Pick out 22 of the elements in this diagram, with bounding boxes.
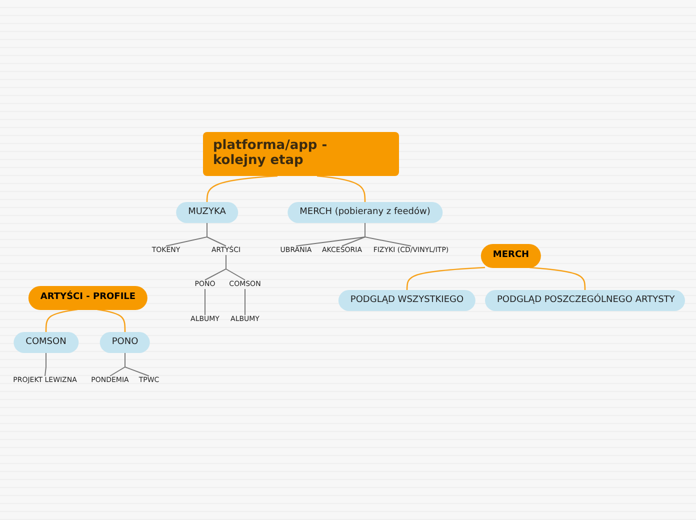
connector-line bbox=[206, 222, 226, 246]
connector-line bbox=[244, 288, 246, 316]
connector-line bbox=[406, 266, 486, 290]
subtopic-pill: COMSON bbox=[14, 332, 78, 353]
connector-line bbox=[45, 308, 78, 332]
connector-line bbox=[204, 288, 206, 316]
topic-pill: ARTYŚCI - PROFILE bbox=[28, 286, 148, 310]
connector-line bbox=[206, 175, 278, 202]
connector-line bbox=[316, 175, 366, 202]
subtopic-pill: MERCH (pobierany z feedów) bbox=[288, 202, 442, 223]
main-topic-box: platforma/app - kolejny etap bbox=[203, 132, 399, 176]
subtopic-pill: PONO bbox=[100, 332, 150, 353]
connector-line bbox=[529, 266, 586, 290]
connector-line bbox=[44, 352, 46, 376]
connector-line bbox=[97, 308, 126, 332]
connector-line bbox=[124, 352, 150, 376]
subtopic-pill: MUZYKA bbox=[176, 202, 238, 223]
topic-pill: MERCH bbox=[480, 244, 542, 268]
subtopic-pill: PODGLĄD POSZCZEGÓLNEGO ARTYSTY bbox=[485, 290, 685, 311]
connector-line bbox=[226, 254, 246, 280]
connector-line bbox=[364, 222, 412, 246]
subtopic-pill: PODGLĄD WSZYSTKIEGO bbox=[338, 290, 476, 311]
